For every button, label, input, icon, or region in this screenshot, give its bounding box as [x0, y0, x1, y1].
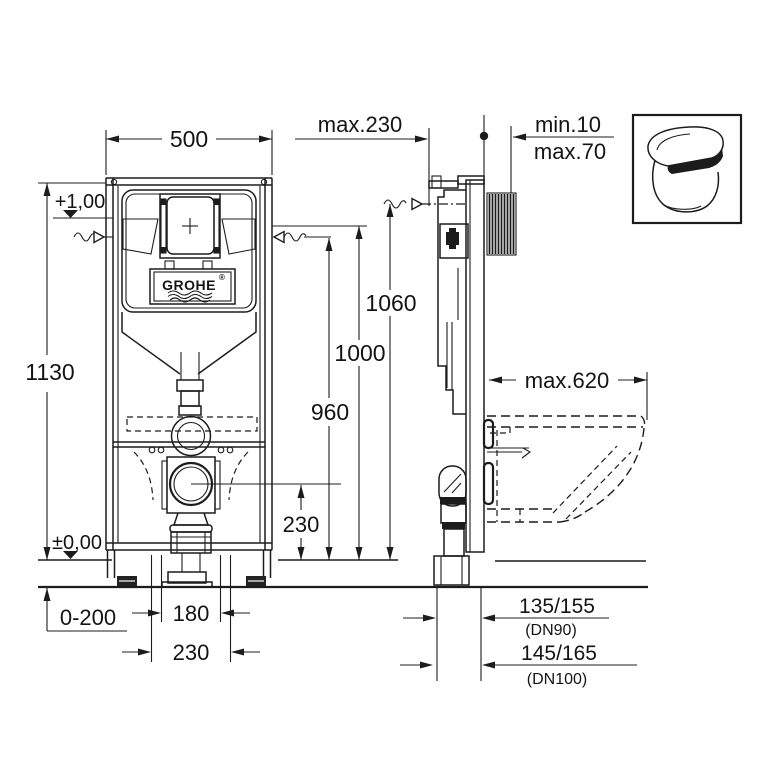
dim-height-960: 960	[311, 238, 349, 560]
level-label: ±0,00	[52, 532, 102, 554]
side-view	[428, 115, 531, 586]
dim-label: min.10	[535, 112, 601, 137]
registered-mark-icon: ®	[219, 273, 225, 282]
inspection-fitting	[439, 223, 469, 259]
outlet-seal	[482, 461, 495, 506]
fixing-stud-icon	[217, 446, 225, 454]
dim-height-1060: 1060	[365, 204, 417, 560]
outlet-elbow	[438, 465, 467, 507]
dim-label: 135/155	[519, 595, 595, 618]
corner-screw-icon	[260, 178, 268, 186]
insert-left	[122, 218, 159, 255]
fixing-stud-icon	[157, 446, 165, 454]
dim-label: 1060	[365, 290, 416, 316]
dim-label: max.70	[534, 139, 606, 164]
floor-lines	[38, 559, 648, 589]
dim-label: 500	[170, 126, 208, 152]
dim-height-1000: 1000	[334, 226, 386, 560]
dim-outlet-height: 230	[191, 483, 341, 560]
front-view-cistern: GROHE ®	[121, 189, 257, 457]
dim-label: (DN90)	[525, 622, 577, 639]
fixing-stud-icon	[226, 446, 234, 454]
dim-outlet-offsets: 135/155 (DN90) 145/165 (DN100)	[400, 587, 637, 688]
corner-screw-icon	[110, 178, 118, 186]
dim-label: 1000	[334, 340, 385, 366]
wave-icon	[167, 290, 213, 296]
squiggle-anchor-icon	[73, 232, 97, 242]
front-view-lower	[113, 416, 265, 588]
dim-height-1130: 1130	[25, 182, 106, 560]
dim-bowl-depth: max.620	[489, 368, 648, 420]
front-view-frame	[105, 177, 273, 586]
bowl-outline-dashed	[487, 415, 646, 523]
dim-label: 0-200	[60, 605, 116, 630]
wall-finish-hatch	[486, 192, 517, 256]
top-wall-bracket	[428, 180, 459, 189]
dim-fixing-spacing: 180 230	[122, 555, 260, 665]
dim-label: max.230	[318, 112, 402, 137]
dim-label: 960	[311, 399, 349, 425]
level-mark-top: +1,00	[53, 191, 113, 219]
flush-plate-window	[159, 193, 221, 259]
brand-logo-text: GROHE	[162, 277, 216, 293]
dim-label: 230	[173, 640, 210, 665]
mounting-zone-dashed	[126, 416, 258, 432]
dim-label: 230	[283, 512, 320, 537]
wall-anchor-symbols	[73, 197, 466, 244]
level-label: +1,00	[55, 191, 106, 213]
squiggle-anchor-icon	[272, 230, 285, 244]
brand-plate: GROHE ®	[149, 260, 236, 305]
dim-label: 180	[173, 601, 210, 626]
dim-label: (DN100)	[527, 671, 587, 688]
insert-right	[221, 218, 256, 255]
fixing-stud-icon	[148, 446, 156, 454]
support-rod	[487, 447, 529, 453]
dim-foot-adjust: 0-200	[43, 588, 127, 632]
wall-reference-dot	[479, 131, 489, 141]
dim-top-depth: max.230	[295, 112, 430, 206]
dim-label: 1130	[25, 359, 74, 385]
dim-label: 145/165	[521, 642, 597, 665]
dim-wall-finish: min.10 max.70	[513, 112, 614, 164]
level-mark-floor: ±0,00	[52, 532, 102, 559]
squiggle-anchor-icon	[383, 199, 407, 209]
dim-width-500: 500	[105, 126, 273, 175]
wall-hung-wc-icon	[631, 113, 743, 225]
side-foot	[433, 555, 470, 586]
pipe-route-dashed	[133, 451, 154, 501]
flush-seal	[482, 418, 495, 450]
dim-label: max.620	[525, 368, 609, 393]
